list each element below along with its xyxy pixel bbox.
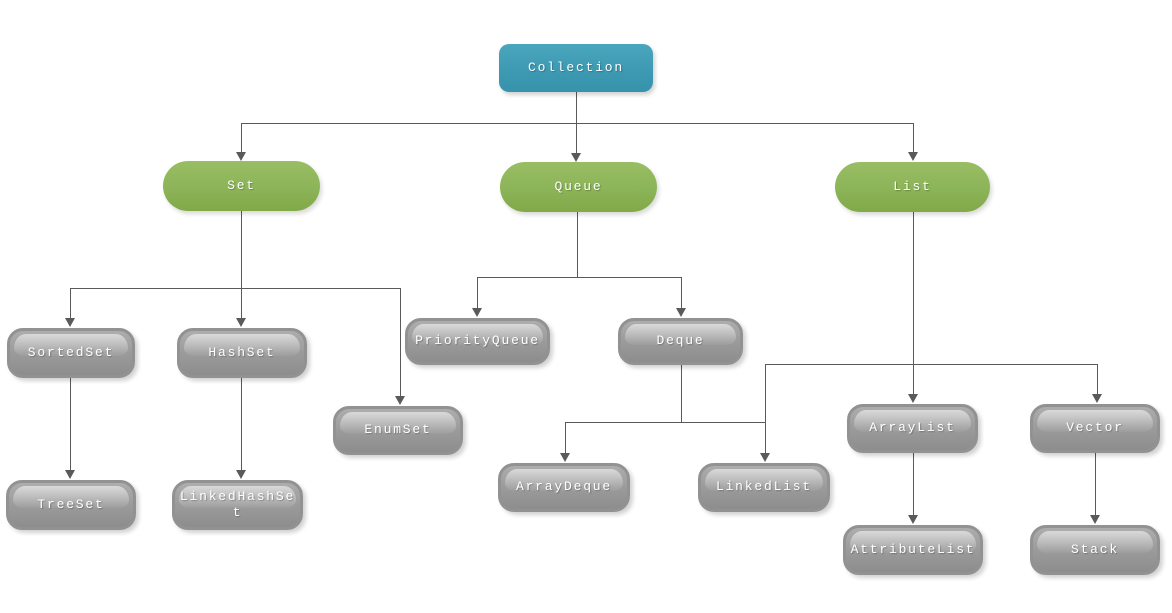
node-treeset-label: TreeSet [37, 496, 105, 512]
node-deque-label: Deque [656, 333, 705, 349]
arrowhead-to-vector [1092, 394, 1102, 403]
connector-line [565, 422, 566, 456]
arrowhead-to-attributelist [908, 515, 918, 524]
arrowhead-to-queue [571, 153, 581, 162]
arrowhead-to-arraylist [908, 394, 918, 403]
node-enumset-label: EnumSet [364, 422, 432, 438]
connector-line [241, 123, 242, 154]
node-priorityqueue[interactable]: PriorityQueue [405, 318, 550, 365]
connector-line [400, 288, 401, 399]
connector-line [577, 212, 578, 277]
arrowhead-to-set [236, 152, 246, 161]
connector-line [70, 288, 71, 321]
node-arraylist-label: ArrayList [869, 420, 956, 436]
node-sortedset-label: SortedSet [27, 344, 115, 360]
arrowhead-to-treeset [65, 470, 75, 479]
node-set-label: Set [227, 177, 256, 193]
node-vector-label: Vector [1066, 420, 1124, 436]
arrowhead-to-deque [676, 308, 686, 317]
connector-line [477, 277, 478, 311]
connector-line [765, 364, 1097, 365]
node-list[interactable]: List [835, 162, 990, 212]
connector-line [1095, 453, 1096, 518]
connector-line [241, 288, 242, 321]
connector-line [913, 123, 914, 154]
node-attributelist[interactable]: AttributeList [843, 525, 983, 575]
node-arraydeque[interactable]: ArrayDeque [498, 463, 630, 512]
node-linkedlist[interactable]: LinkedList [698, 463, 830, 512]
arrowhead-to-sortedset [65, 318, 75, 327]
node-hashset[interactable]: HashSet [177, 328, 307, 378]
node-linkedhashset-label: LinkedHashSet [179, 488, 296, 520]
node-stack[interactable]: Stack [1030, 525, 1160, 575]
node-vector[interactable]: Vector [1030, 404, 1160, 453]
arrowhead-to-list [908, 152, 918, 161]
arrowhead-to-arraydeque [560, 453, 570, 462]
node-priorityqueue-label: PriorityQueue [415, 333, 540, 349]
node-enumset[interactable]: EnumSet [333, 406, 463, 455]
node-queue[interactable]: Queue [500, 162, 657, 212]
node-set[interactable]: Set [163, 161, 320, 211]
connector-line [681, 365, 682, 422]
connector-line [241, 211, 242, 288]
node-arraydeque-label: ArrayDeque [515, 479, 612, 495]
connector-line [241, 123, 914, 124]
connector-line [70, 378, 71, 473]
node-sortedset[interactable]: SortedSet [7, 328, 135, 378]
arrowhead-to-hashset [236, 318, 246, 327]
node-hashset-label: HashSet [208, 344, 276, 360]
node-list-label: List [893, 178, 932, 194]
connector-line [681, 277, 682, 311]
arrowhead-to-stack [1090, 515, 1100, 524]
node-attributelist-label: AttributeList [850, 541, 976, 557]
connector-line [477, 277, 681, 278]
arrowhead-to-priorityqueue [472, 308, 482, 317]
arrowhead-to-linkedhashset [236, 470, 246, 479]
node-queue-label: Queue [554, 178, 603, 194]
arrowhead-to-enumset [395, 396, 405, 405]
connector-line [70, 288, 400, 289]
connector-line [765, 364, 766, 456]
node-arraylist[interactable]: ArrayList [847, 404, 978, 453]
node-treeset[interactable]: TreeSet [6, 480, 136, 530]
arrowhead-to-linkedlist [760, 453, 770, 462]
connector-line [913, 212, 914, 364]
connector-line [565, 422, 765, 423]
node-collection-label: Collection [527, 59, 624, 75]
connector-line [913, 364, 914, 397]
node-collection[interactable]: Collection [499, 44, 653, 92]
connector-line [913, 453, 914, 518]
connector-line [1097, 364, 1098, 397]
node-linkedlist-label: LinkedList [715, 479, 812, 495]
connector-line [241, 378, 242, 473]
node-linkedhashset[interactable]: LinkedHashSet [172, 480, 303, 530]
node-deque[interactable]: Deque [618, 318, 743, 365]
node-stack-label: Stack [1070, 541, 1119, 557]
